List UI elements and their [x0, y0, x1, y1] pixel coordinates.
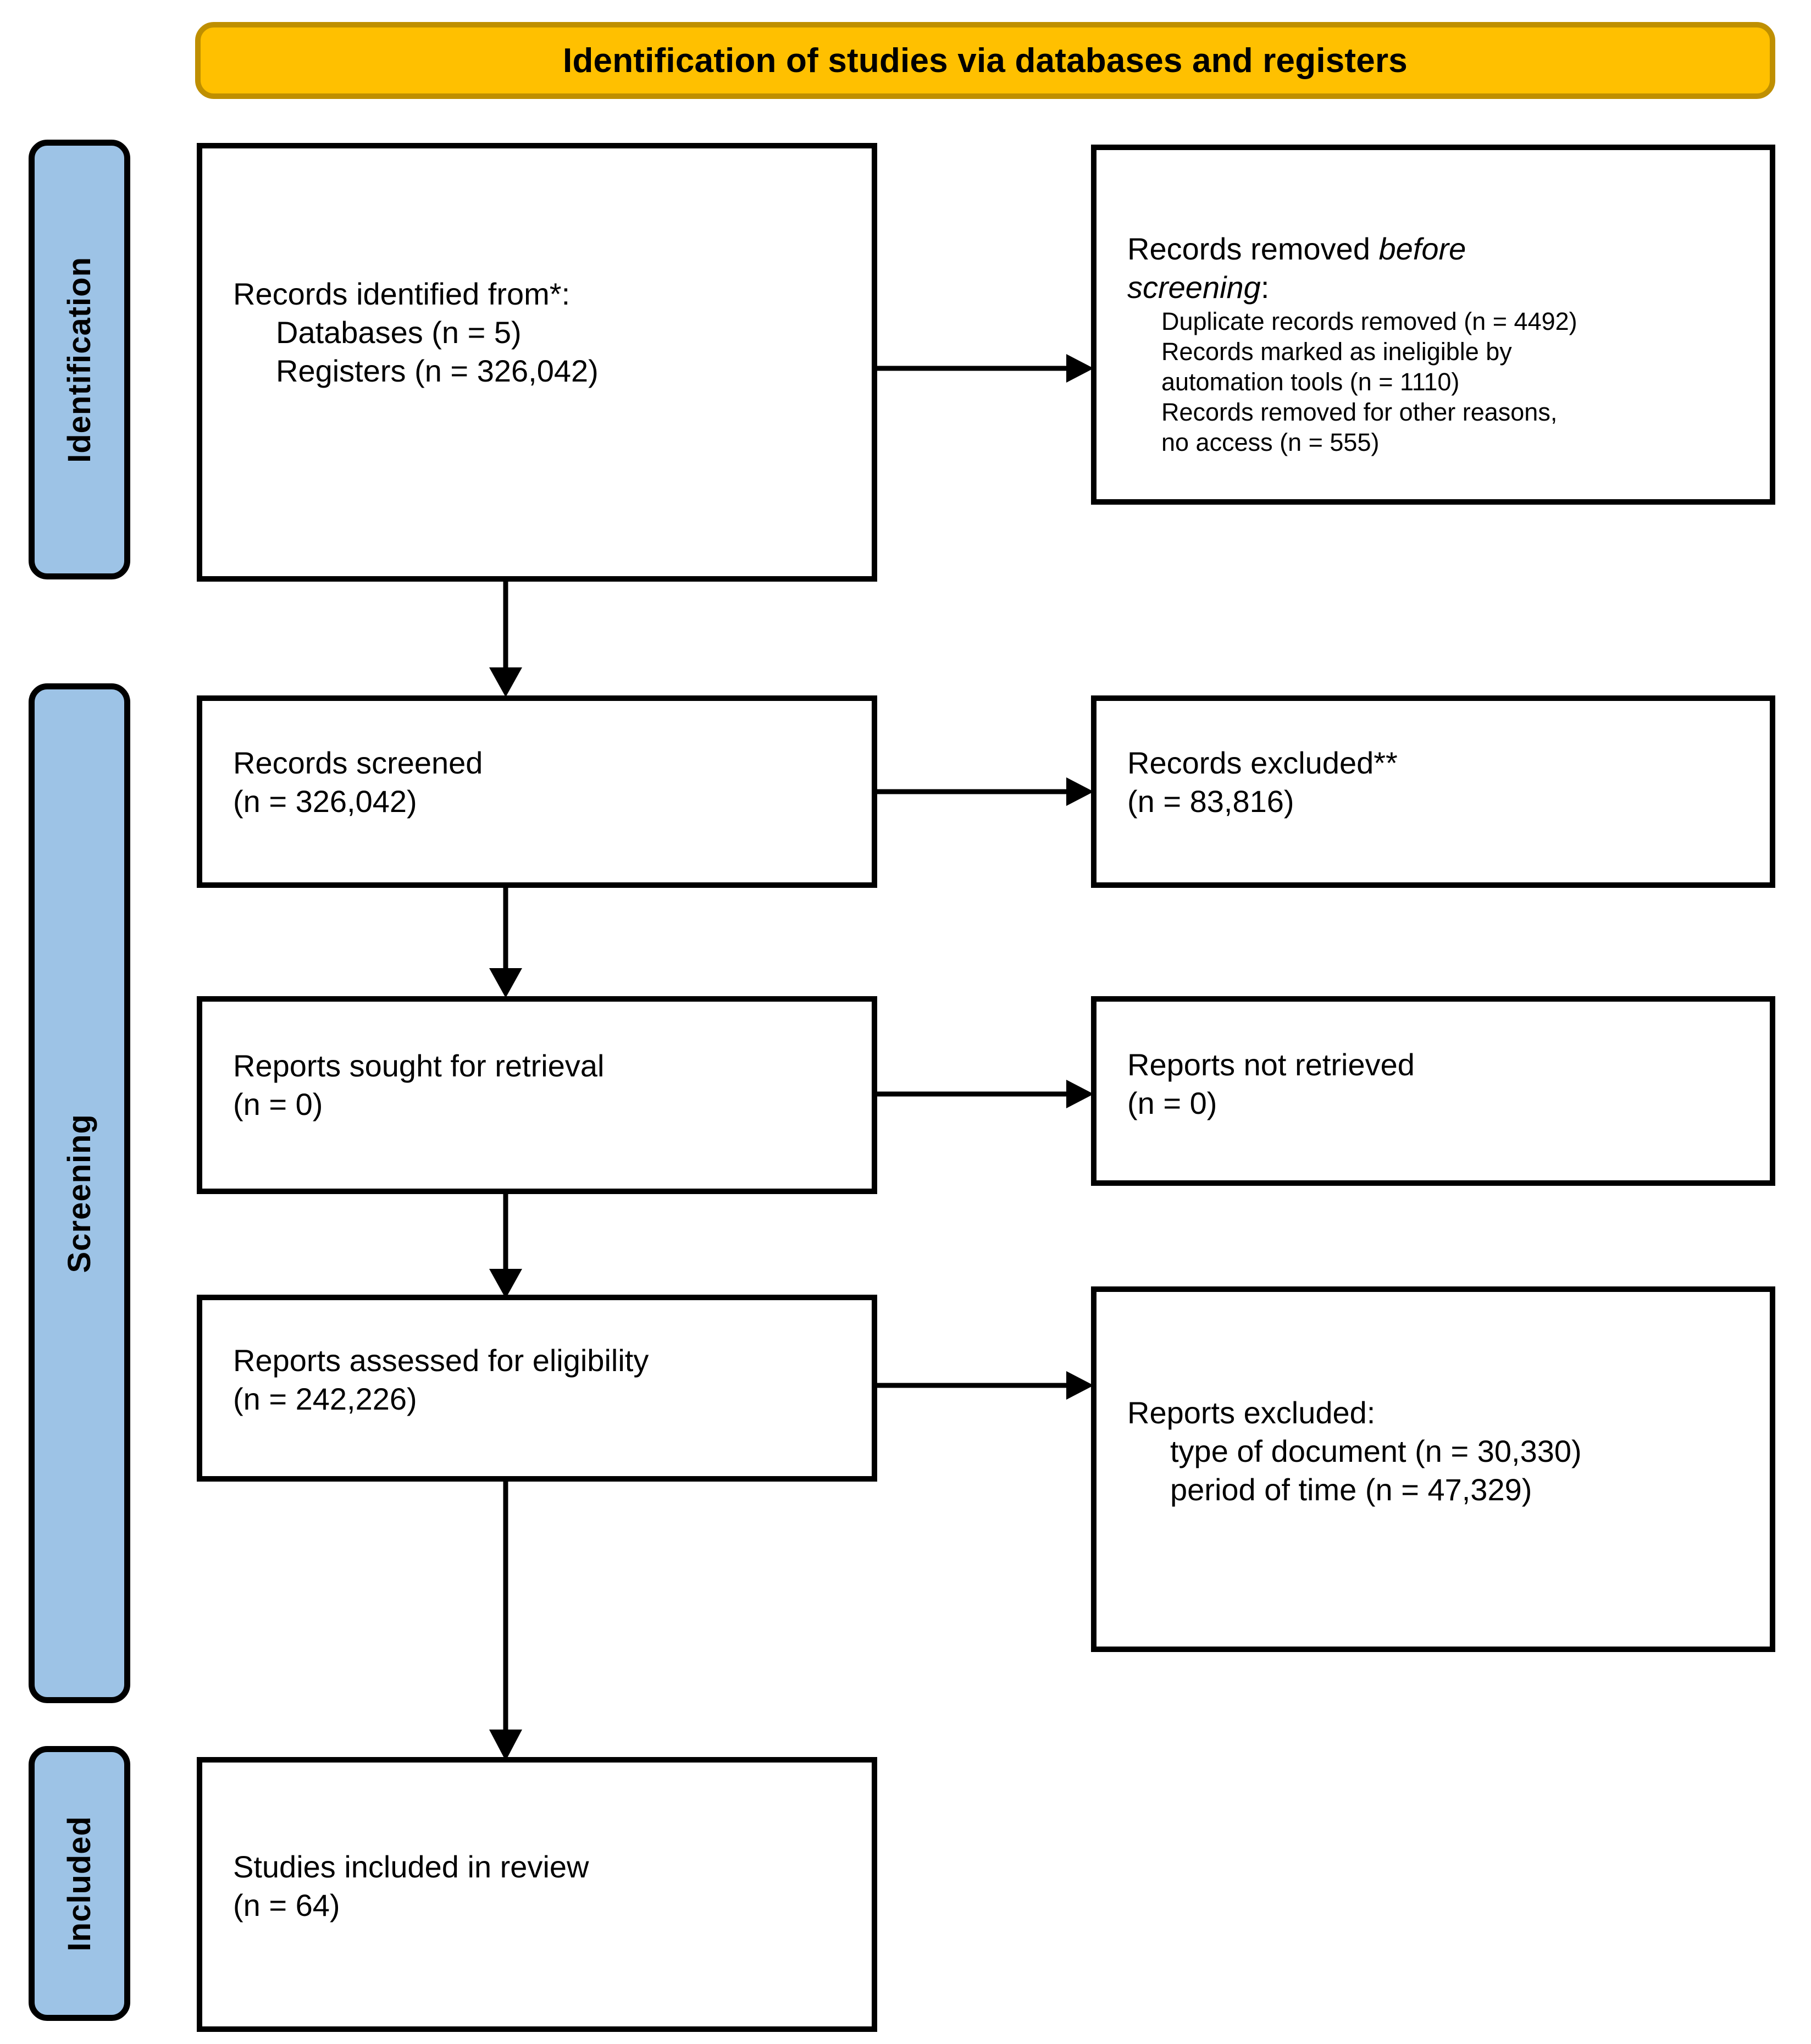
records-removed-title-line1: Records removed before	[1127, 231, 1466, 266]
records-screened-label: Records screened	[233, 745, 483, 780]
connector-identified-to-screened	[484, 579, 528, 700]
connector-screened-to-sought	[484, 886, 528, 1001]
connector-identified-to-removed	[874, 346, 1099, 390]
connector-assessed-to-reports-excluded	[874, 1363, 1099, 1407]
reports-sought-count: (n = 0)	[233, 1087, 323, 1122]
reports-excluded-title: Reports excluded:	[1127, 1395, 1376, 1430]
box-records-identified: Records identified from*: Databases (n =…	[197, 143, 877, 582]
records-excluded-count: (n = 83,816)	[1127, 784, 1294, 819]
reports-excluded-period-of-time: period of time (n = 47,329)	[1170, 1472, 1532, 1507]
box-reports-not-retrieved: Reports not retrieved (n = 0)	[1091, 996, 1775, 1186]
studies-included-count: (n = 64)	[233, 1888, 340, 1923]
reports-not-retrieved-count: (n = 0)	[1127, 1086, 1217, 1120]
box-records-excluded: Records excluded** (n = 83,816)	[1091, 695, 1775, 888]
records-identified-title: Records identified from*:	[233, 277, 571, 311]
stage-label-screening: Screening	[62, 1113, 97, 1273]
connector-sought-to-assessed	[484, 1192, 528, 1302]
records-removed-other-line2: no access (n = 555)	[1161, 428, 1380, 456]
records-identified-registers: Registers (n = 326,042)	[276, 353, 599, 388]
records-removed-other-line1: Records removed for other reasons,	[1161, 397, 1558, 426]
stage-label-identification: Identification	[62, 256, 97, 463]
box-reports-sought-for-retrieval: Reports sought for retrieval (n = 0)	[197, 996, 877, 1194]
box-reports-excluded: Reports excluded: type of document (n = …	[1091, 1286, 1775, 1652]
reports-excluded-type-of-document: type of document (n = 30,330)	[1170, 1434, 1582, 1468]
records-removed-ineligible-line1: Records marked as ineligible by	[1161, 337, 1512, 366]
connector-sought-to-not-retrieved	[874, 1072, 1099, 1116]
reports-sought-label: Reports sought for retrieval	[233, 1048, 605, 1083]
records-excluded-label: Records excluded**	[1127, 745, 1398, 780]
box-records-removed-before-screening: Records removed before screening: Duplic…	[1091, 145, 1775, 505]
stage-bar-screening: Screening	[29, 683, 130, 1703]
box-studies-included-in-review: Studies included in review (n = 64)	[197, 1757, 877, 2032]
stage-bar-included: Included	[29, 1746, 130, 2021]
connector-screened-to-records-excluded	[874, 770, 1099, 814]
reports-assessed-label: Reports assessed for eligibility	[233, 1343, 649, 1378]
reports-assessed-count: (n = 242,226)	[233, 1382, 417, 1416]
reports-not-retrieved-label: Reports not retrieved	[1127, 1047, 1415, 1082]
records-removed-duplicates: Duplicate records removed (n = 4492)	[1161, 307, 1577, 335]
diagram-title: Identification of studies via databases …	[563, 41, 1408, 80]
records-screened-count: (n = 326,042)	[233, 784, 417, 819]
box-records-screened: Records screened (n = 326,042)	[197, 695, 877, 888]
studies-included-label: Studies included in review	[233, 1849, 589, 1884]
box-reports-assessed-for-eligibility: Reports assessed for eligibility (n = 24…	[197, 1295, 877, 1482]
stage-bar-identification: Identification	[29, 140, 130, 579]
stage-label-included: Included	[62, 1815, 97, 1952]
diagram-header-banner: Identification of studies via databases …	[195, 22, 1775, 99]
records-removed-ineligible-line2: automation tools (n = 1110)	[1161, 367, 1460, 396]
records-removed-title-line2: screening:	[1127, 270, 1270, 305]
connector-assessed-to-included	[484, 1479, 528, 1765]
records-identified-databases: Databases (n = 5)	[276, 315, 522, 350]
